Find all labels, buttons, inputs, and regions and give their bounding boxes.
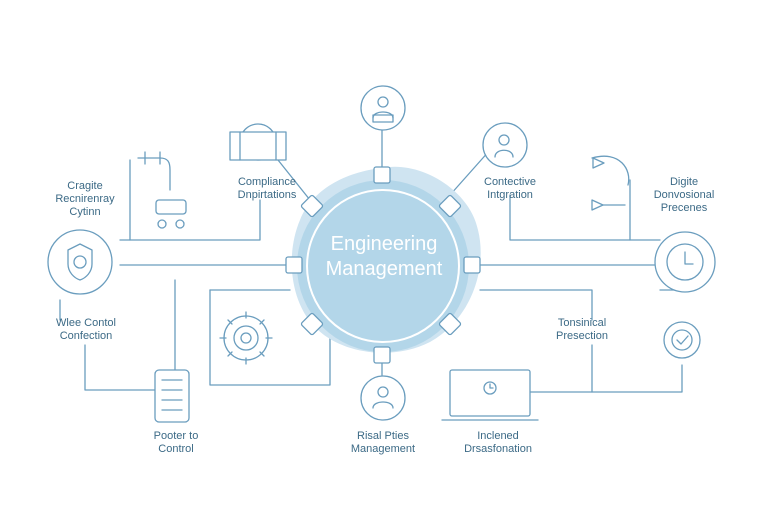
remote-control-icon (154, 369, 190, 423)
label-risk-management: Risal Pties Management (350, 430, 416, 455)
hub-port-left (285, 256, 303, 274)
hub-port-bottom (373, 346, 391, 364)
label-connective-integration: Contective Intgration (484, 176, 536, 201)
hub-port-bottom-left (300, 312, 324, 336)
connector-lines (59, 129, 683, 393)
person-icon (360, 85, 406, 131)
hub-inner-ring (306, 189, 460, 343)
hub-title: Engineering Management (325, 233, 443, 280)
hub-circle (297, 180, 469, 352)
gear-icon (219, 311, 273, 365)
document-icon (229, 123, 287, 161)
shield-badge-icon (47, 229, 113, 295)
label-wireless-control: Wlee Contol Confection (56, 317, 116, 342)
speaker-person-icon (482, 122, 528, 168)
label-remote-control: Pooter to Control (153, 430, 199, 455)
label-technical-protection: Tonsinical Presection (556, 317, 608, 342)
hub-port-top-right (438, 194, 462, 218)
clock-icon (654, 231, 716, 293)
person-icon-bottom (360, 375, 406, 421)
label-creative-technology: Cragite Recnirenray Cytinn (55, 180, 115, 218)
hub (285, 166, 481, 364)
check-icon (663, 321, 701, 359)
hub-port-right (463, 256, 481, 274)
play-triangles-icon (591, 155, 630, 211)
label-infrastructure: Inclened Drsasfonation (464, 430, 532, 455)
label-digital-process: Digite Donvosional Precenes (653, 176, 715, 214)
laptop-clock-icon (441, 369, 539, 421)
hub-port-top (373, 166, 391, 184)
label-compliance: Compliance Dnpirtations (237, 176, 297, 201)
hub-port-top-left (300, 194, 324, 218)
valve-icon (137, 151, 187, 229)
hub-port-bottom-right (438, 312, 462, 336)
